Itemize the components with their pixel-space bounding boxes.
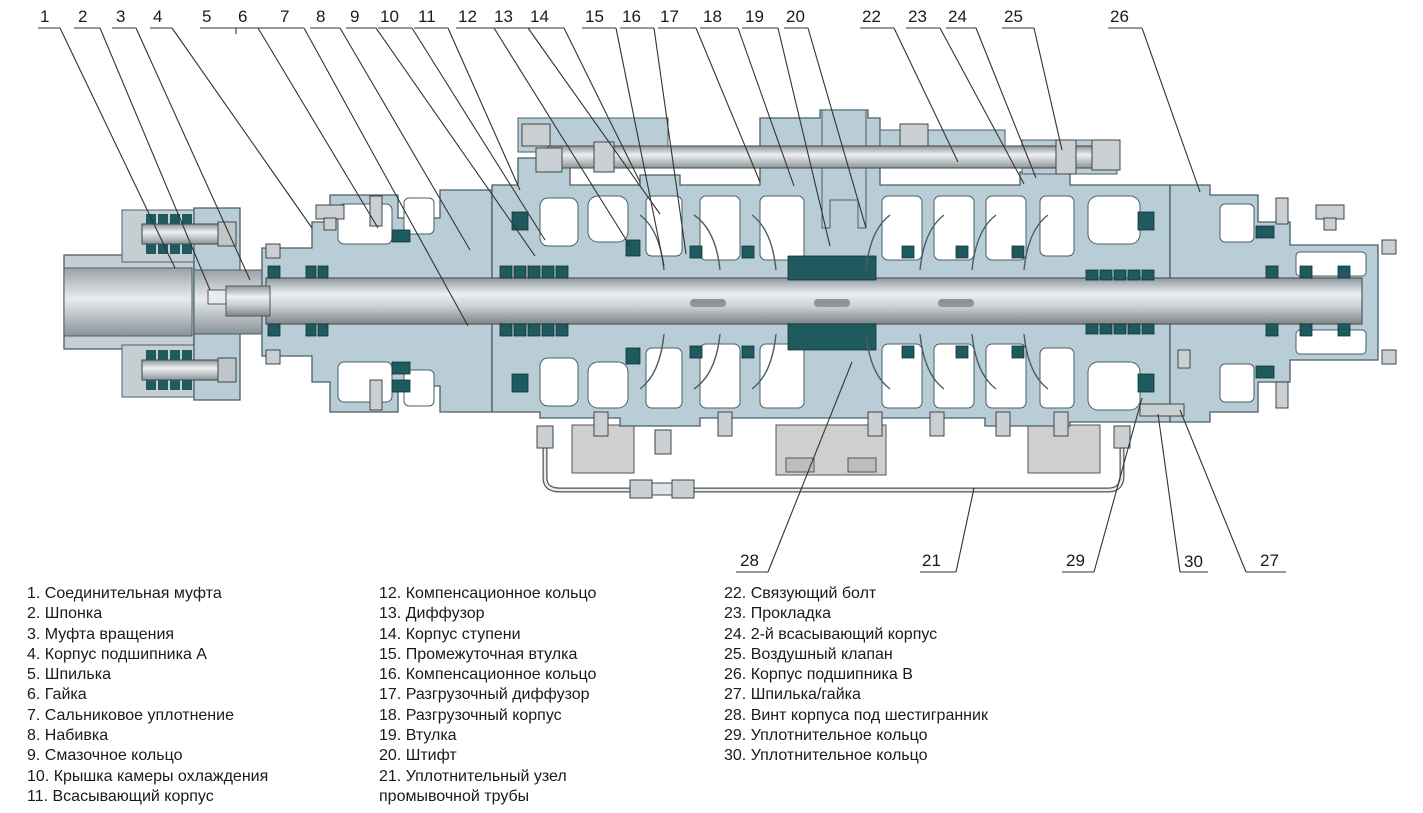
callout-25: 25 bbox=[1004, 7, 1023, 26]
legend-item: 21. Уплотнительный узел bbox=[379, 767, 567, 785]
callout-22: 22 bbox=[862, 7, 881, 26]
legend-item: 11. Всасывающий корпус bbox=[27, 787, 214, 805]
callout-5: 5 bbox=[202, 7, 211, 26]
legend-item: 29. Уплотнительное кольцо bbox=[724, 727, 928, 745]
callout-17: 17 bbox=[660, 7, 679, 26]
callout-7: 7 bbox=[280, 7, 289, 26]
legend-item: 22. Связующий болт bbox=[724, 585, 877, 602]
legend-item: 24. 2-й всасывающий корпус bbox=[724, 625, 938, 643]
seal-packing bbox=[267, 211, 1351, 393]
tie-bolts bbox=[521, 123, 1121, 175]
legend-item: 8. Набивка bbox=[27, 727, 109, 745]
shaft bbox=[225, 277, 1363, 325]
legend-item: 12. Компенсационное кольцо bbox=[379, 585, 597, 602]
callout-26: 26 bbox=[1110, 7, 1129, 26]
callout-16: 16 bbox=[622, 7, 641, 26]
legend-item: 27. Шпилька/гайка bbox=[724, 686, 861, 704]
callout-28: 28 bbox=[740, 551, 759, 570]
flush-pipe bbox=[536, 425, 1131, 499]
legend-item: 7. Сальниковое уплотнение bbox=[27, 706, 234, 724]
legend-item: 23. Прокладка bbox=[724, 605, 831, 623]
callout-3: 3 bbox=[116, 7, 125, 26]
legend-item: 16. Компенсационное кольцо bbox=[379, 666, 597, 684]
diffuser-vanes bbox=[639, 214, 1049, 390]
legend-item: 1. Соединительная муфта bbox=[27, 585, 222, 602]
leader-lines bbox=[38, 27, 1286, 573]
callout-1: 1 bbox=[40, 7, 49, 26]
legend-item: 5. Шпилька bbox=[27, 666, 111, 684]
callout-13: 13 bbox=[494, 7, 513, 26]
legend-item: промывочной трубы bbox=[379, 787, 530, 805]
callout-8: 8 bbox=[316, 7, 325, 26]
callout-27: 27 bbox=[1260, 551, 1279, 570]
studs bbox=[265, 195, 1397, 437]
legend-item: 18. Разгрузочный корпус bbox=[379, 706, 562, 724]
legend-item: 2. Шпонка bbox=[27, 605, 103, 623]
base-supports bbox=[571, 424, 1101, 476]
legend-item: 20. Штифт bbox=[379, 747, 457, 765]
callout-12: 12 bbox=[458, 7, 477, 26]
legend-item: 26. Корпус подшипника В bbox=[724, 666, 913, 684]
pump-cross-section-diagram: 1 2 3 4 5 6 7 8 9 10 11 12 13 14 15 16 1… bbox=[38, 7, 1397, 573]
callout-9: 9 bbox=[350, 7, 359, 26]
callout-20: 20 bbox=[786, 7, 805, 26]
callout-14: 14 bbox=[530, 7, 549, 26]
callout-2: 2 bbox=[78, 7, 87, 26]
callout-24: 24 bbox=[948, 7, 967, 26]
callout-30: 30 bbox=[1184, 552, 1203, 571]
legend-item: 4. Корпус подшипника А bbox=[27, 645, 207, 663]
legend-item: 30. Уплотнительное кольцо bbox=[724, 747, 928, 765]
legend-item: 13. Диффузор bbox=[379, 605, 485, 623]
legend-item: 10. Крышка камеры охлаждения bbox=[27, 767, 269, 785]
legend-item: 19. Втулка bbox=[379, 727, 457, 745]
callout-11: 11 bbox=[418, 7, 436, 26]
callout-21: 21 bbox=[922, 551, 941, 570]
callout-19: 19 bbox=[745, 7, 764, 26]
legend-item: 9. Смазочное кольцо bbox=[27, 747, 183, 765]
callout-15: 15 bbox=[585, 7, 604, 26]
legend-column-1: 1. Соединительная муфта 2. Шпонка 3. Муф… bbox=[27, 584, 268, 807]
callout-18: 18 bbox=[703, 7, 722, 26]
legend-item: 6. Гайка bbox=[27, 686, 87, 704]
callout-23: 23 bbox=[908, 7, 927, 26]
legend-item: 25. Воздушный клапан bbox=[724, 645, 893, 663]
legend-item: 17. Разгрузочный диффузор bbox=[379, 686, 590, 704]
legend-column-3: 22. Связующий болт 23. Прокладка 24. 2-й… bbox=[724, 584, 988, 767]
legend-item: 3. Муфта вращения bbox=[27, 625, 175, 643]
callout-29: 29 bbox=[1066, 551, 1085, 570]
coupling-assembly bbox=[63, 207, 265, 401]
callout-numbers: 1 2 3 4 5 6 7 8 9 10 11 12 13 14 15 16 1… bbox=[40, 7, 1279, 571]
callout-10: 10 bbox=[380, 7, 399, 26]
legend-item: 28. Винт корпуса под шестигранник bbox=[724, 706, 988, 724]
callout-6: 6 bbox=[238, 7, 247, 26]
callout-4: 4 bbox=[153, 7, 162, 26]
legend-column-2: 12. Компенсационное кольцо 13. Диффузор … bbox=[379, 584, 596, 807]
legend-item: 15. Промежуточная втулка bbox=[379, 645, 578, 663]
legend-item: 14. Корпус ступени bbox=[379, 625, 521, 643]
